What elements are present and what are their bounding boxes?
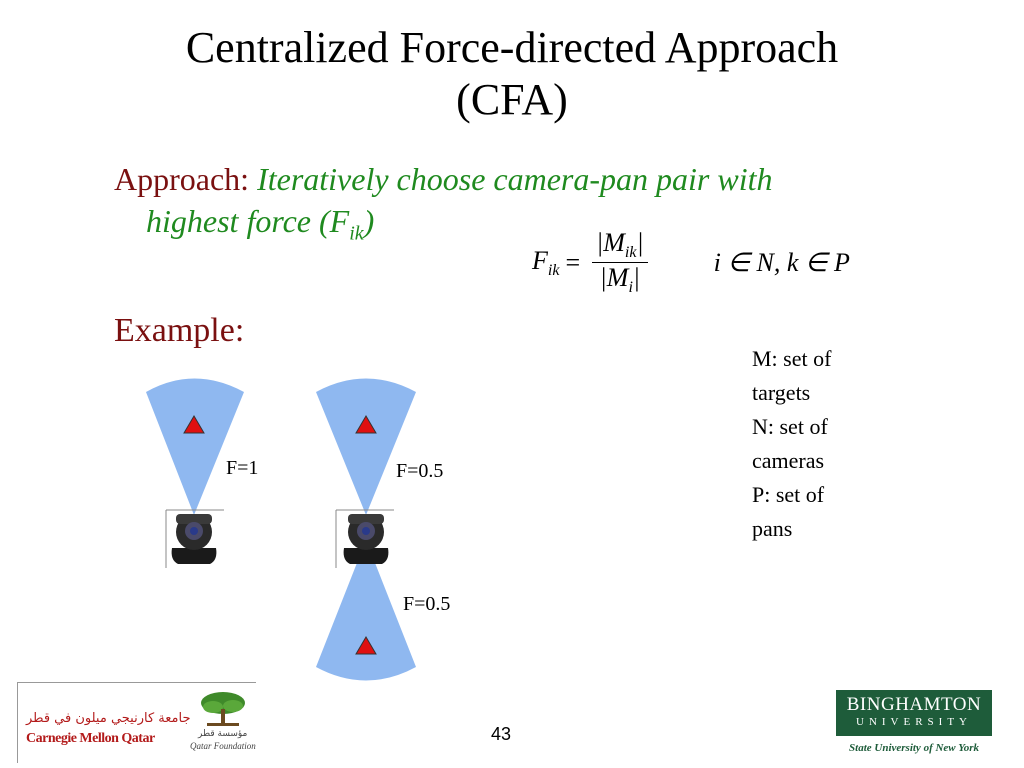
title-line-2: (CFA): [456, 75, 568, 124]
target-triangle-icon: [355, 636, 377, 655]
approach-close: ): [363, 203, 375, 239]
force-formula: Fik = |Mik| |Mi| i ∈ N, k ∈ P: [532, 228, 850, 297]
fov-cone-camera-1: [146, 378, 244, 515]
definition-n: N: set of cameras: [752, 414, 828, 473]
approach-text-1: Iteratively choose camera-pan pair with: [257, 161, 773, 197]
cmu-arabic-text: جامعة كارنيجي ميلون في قطر: [26, 711, 191, 726]
camera-icon: [335, 509, 394, 568]
fov-cone-camera-2-down: [316, 540, 416, 681]
binghamton-logo: BINGHAMTON UNIVERSITY State University o…: [836, 690, 992, 760]
example-label: Example:: [114, 312, 245, 349]
force-label-camera-1: F=1: [226, 457, 259, 479]
target-triangle-icon: [183, 415, 205, 434]
definition-m: M: set of targets: [752, 346, 832, 405]
binghamton-badge: BINGHAMTON UNIVERSITY: [836, 690, 992, 736]
tree-icon: [201, 692, 245, 726]
approach-statement: Approach: Iteratively choose camera-pan …: [114, 158, 954, 254]
formula-condition: i ∈ N, k ∈ P: [713, 247, 850, 277]
formula-denominator: |Mi|: [599, 263, 641, 297]
qf-brand: Qatar Foundation: [190, 741, 256, 751]
binghamton-tagline: State University of New York: [849, 742, 979, 754]
cmu-brand: Carnegie Mellon Qatar: [26, 731, 155, 746]
definition-p: P: set of pans: [752, 482, 825, 541]
approach-text-2: highest force (F: [146, 203, 350, 239]
formula-lhs: Fik: [532, 245, 560, 279]
formula-equals: =: [565, 247, 581, 277]
binghamton-name: BINGHAMTON: [846, 694, 982, 715]
page-number: 43: [491, 724, 512, 744]
approach-subscript: ik: [349, 222, 364, 245]
camera-icon: [165, 509, 224, 568]
title-line-1: Centralized Force-directed Approach: [185, 23, 839, 72]
slide-title: Centralized Force-directed Approach (CFA…: [0, 22, 1024, 126]
target-triangle-icon: [355, 415, 377, 434]
definitions-list: M: set of targets N: set of cameras P: s…: [752, 342, 831, 546]
force-label-camera-2-up: F=0.5: [396, 460, 444, 482]
cmu-qatar-logo: جامعة كارنيجي ميلون في قطر Carnegie Mell…: [17, 682, 256, 763]
formula-fraction: |Mik| |Mi|: [592, 228, 648, 297]
force-label-camera-2-down: F=0.5: [403, 593, 451, 615]
approach-text-2-wrap: highest force (Fik): [114, 200, 954, 254]
fov-cone-camera-2-up: [316, 378, 416, 515]
approach-label: Approach:: [114, 161, 250, 197]
binghamton-university: UNIVERSITY: [856, 716, 972, 728]
qf-arabic-text: مؤسسة قطر: [198, 729, 248, 739]
formula-numerator: |Mik|: [592, 228, 648, 264]
